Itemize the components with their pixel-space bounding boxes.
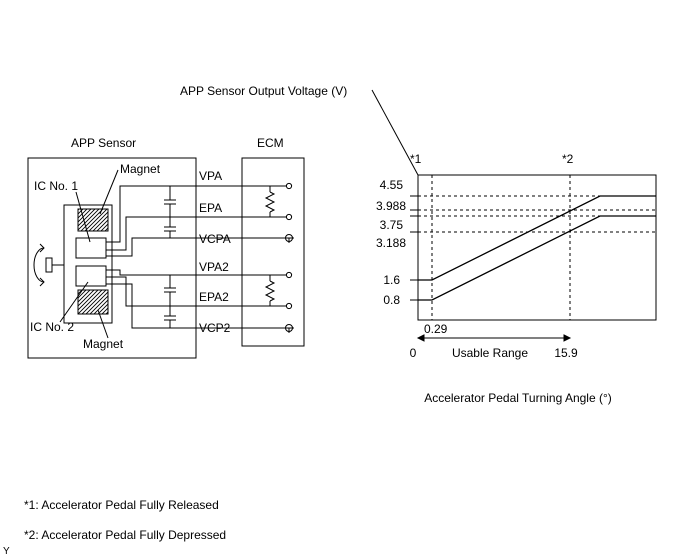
magnet-top [77,208,109,232]
x-axis-label: Accelerator Pedal Turning Angle (°) [424,391,612,405]
magnet-bottom [77,289,109,315]
ecm-internals [264,186,276,306]
rotation-arrowhead-bottom [39,277,45,287]
plot-frame [417,174,657,321]
x-tick-0-29: 0.29 [424,322,448,336]
footnote-depressed: *2: Accelerator Pedal Fully Depressed [24,528,227,542]
marker-released: *1 [410,152,422,166]
corner-mark: Y [3,546,10,557]
marker-depressed: *2 [562,152,574,166]
output-chart: APP Sensor Output Voltage (V) *1 *2 4.55… [180,84,657,405]
usable-range-arrow [416,334,572,342]
signal-label-epa: EPA [199,201,222,215]
y-tick-4-55: 4.55 [380,178,404,192]
y-tick-1-6: 1.6 [383,273,400,287]
capacitors-ic2 [164,275,176,328]
ecm-box [241,157,305,347]
rotation-arrowhead-top [39,243,45,253]
shaft-end [45,257,53,273]
ecm-title: ECM [257,136,284,150]
signal-label-vcpa: VCPA [199,232,231,246]
ic2-label: IC No. 2 [30,320,74,334]
rotation-arrow-icon [33,247,45,283]
x-tick-15-9: 15.9 [554,346,578,360]
wiring-diagram: APP Sensor ECM Magnet IC No. 1 IC No. 2 … [27,136,305,359]
magnet-top-label: Magnet [120,162,161,176]
ic2-chip [75,265,107,287]
series-vpa-line [418,195,656,281]
ecm-terminals [284,182,294,333]
signal-label-vpa2: VPA2 [199,260,229,274]
y-ticks [410,195,418,301]
signal-label-vpa: VPA [199,169,222,183]
y-tick-3-988: 3.988 [376,199,406,213]
ic1-chip [75,237,107,259]
ic1-label: IC No. 1 [34,179,78,193]
signal-label-epa2: EPA2 [199,290,229,304]
y-tick-3-75: 3.75 [380,218,404,232]
footnote-released: *1: Accelerator Pedal Fully Released [24,498,219,512]
chart-title: APP Sensor Output Voltage (V) [180,84,347,98]
ic-assembly-housing [63,204,113,324]
capacitors-ic1 [164,186,176,238]
app-sensor-title: APP Sensor [71,136,136,150]
usable-range-label: Usable Range [452,346,528,360]
series-vpa2-line [418,215,656,301]
signal-label-vcp2: VCP2 [199,321,231,335]
x-tick-0: 0 [410,346,417,360]
magnet-bottom-label: Magnet [83,337,124,351]
title-leader [371,89,419,176]
app-sensor-box [27,157,197,359]
y-tick-0-8: 0.8 [383,293,400,307]
y-tick-3-188: 3.188 [376,236,406,250]
